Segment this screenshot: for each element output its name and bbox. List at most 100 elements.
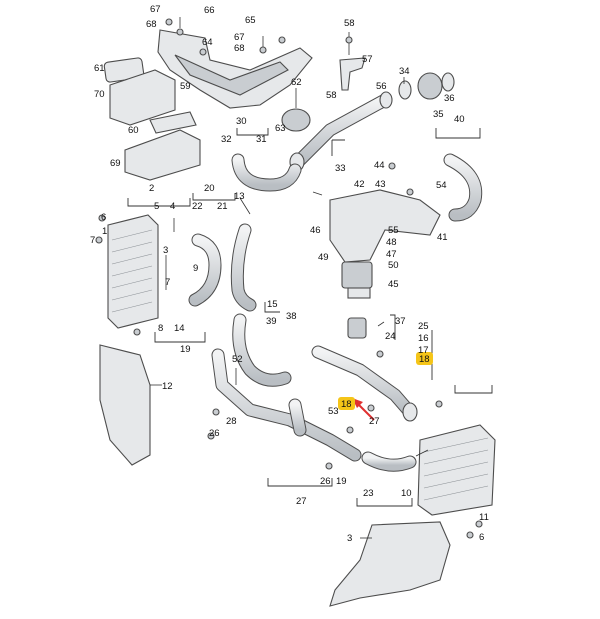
hose-10-in bbox=[362, 452, 416, 471]
callout-number: 47 bbox=[386, 249, 397, 260]
flap-housing-lower-part bbox=[124, 129, 201, 181]
callout-number: 65 bbox=[245, 15, 256, 26]
callout-number: 53 bbox=[328, 406, 339, 417]
callout-number: 5 bbox=[154, 201, 159, 212]
callout-number: 64 bbox=[202, 37, 213, 48]
callout-number: 30 bbox=[236, 116, 247, 127]
callout-number: 19 bbox=[180, 344, 191, 355]
callout-number: 68 bbox=[146, 19, 157, 30]
flap-housing-upper-part bbox=[109, 69, 176, 126]
highlight-badge bbox=[416, 352, 433, 365]
callout-number: 28 bbox=[226, 416, 237, 427]
callout-number: 58 bbox=[326, 90, 337, 101]
callout-number: 6 bbox=[479, 532, 484, 543]
callout-number: 19 bbox=[336, 476, 347, 487]
callout-number: 69 bbox=[110, 158, 121, 169]
callout-number: 62 bbox=[291, 77, 302, 88]
intercooler-left-part bbox=[107, 214, 159, 329]
highlight-badge-2 bbox=[338, 397, 355, 410]
callout-number: 21 bbox=[217, 201, 228, 212]
callout-number: 32 bbox=[221, 134, 232, 145]
pressure-pipe-upper-in bbox=[294, 94, 391, 166]
callout-number: 54 bbox=[436, 180, 447, 191]
callout-number: 20 bbox=[204, 183, 215, 194]
hose-38-in bbox=[233, 314, 291, 386]
air-guide-right-part bbox=[329, 521, 451, 607]
callout-number: 50 bbox=[388, 260, 399, 271]
intercooler-right-part bbox=[417, 424, 496, 516]
callout-number: 59 bbox=[180, 81, 191, 92]
callout-number: 27 bbox=[296, 496, 307, 507]
filter-part bbox=[347, 317, 367, 339]
callout-number: 37 bbox=[395, 316, 406, 327]
breather-pipe-part bbox=[339, 57, 366, 91]
callout-number: 25 bbox=[418, 321, 429, 332]
callout-number: 13 bbox=[234, 191, 245, 202]
callout-number: 58 bbox=[344, 18, 355, 29]
clamp-part bbox=[398, 80, 412, 100]
callout-number: 22 bbox=[192, 201, 203, 212]
callout-number: 7 bbox=[165, 277, 170, 288]
callout-number: 56 bbox=[376, 81, 387, 92]
callout-number: 8 bbox=[158, 323, 163, 334]
callout-number: 40 bbox=[454, 114, 465, 125]
flange-part bbox=[347, 287, 371, 299]
intake-manifold-runner bbox=[174, 54, 289, 96]
callout-number: 49 bbox=[318, 252, 329, 263]
callout-number: 46 bbox=[310, 225, 321, 236]
callout-number: 3 bbox=[163, 245, 168, 256]
gasket-lower-part bbox=[149, 111, 197, 134]
callout-number: 26 bbox=[209, 428, 220, 439]
callout-number: 48 bbox=[386, 237, 397, 248]
callout-number: 66 bbox=[204, 5, 215, 16]
callout-number: 23 bbox=[363, 488, 374, 499]
hose-32-in bbox=[232, 154, 301, 191]
callout-number: 60 bbox=[128, 125, 139, 136]
air-guide-left-part bbox=[99, 344, 151, 466]
pipe-end-part-2 bbox=[379, 91, 393, 109]
callout-number: 52 bbox=[232, 354, 243, 365]
callout-number: 1 bbox=[102, 226, 107, 237]
callout-number: 57 bbox=[362, 54, 373, 65]
pipe-16-end bbox=[402, 402, 418, 422]
callout-number: 9 bbox=[193, 263, 198, 274]
leader-lines bbox=[127, 17, 493, 539]
callout-number: 38 bbox=[286, 311, 297, 322]
callout-number: 63 bbox=[275, 123, 286, 134]
callout-number: 12 bbox=[162, 381, 173, 392]
callout-number: 24 bbox=[385, 331, 396, 342]
intercooler-left-fins bbox=[111, 229, 153, 313]
callout-number: 67 bbox=[150, 4, 161, 15]
cap-part bbox=[281, 108, 311, 132]
callout-number: 43 bbox=[375, 179, 386, 190]
pressure-pipe-23-in bbox=[212, 349, 361, 461]
hose-20-in bbox=[189, 234, 221, 306]
bellows-part bbox=[417, 72, 443, 100]
callout-number: 10 bbox=[401, 488, 412, 499]
callout-number: 18 bbox=[419, 354, 430, 365]
callout-number: 16 bbox=[418, 333, 429, 344]
callout-number: 7 bbox=[90, 235, 95, 246]
callout-number: 2 bbox=[149, 183, 154, 194]
pressure-pipe-16-in bbox=[312, 346, 414, 416]
callout-number: 36 bbox=[444, 93, 455, 104]
sensor-part bbox=[341, 261, 373, 289]
hose-40-in bbox=[444, 154, 482, 221]
clamp-part-2 bbox=[441, 72, 455, 92]
callout-number: 14 bbox=[174, 323, 185, 334]
callout-number: 34 bbox=[399, 66, 410, 77]
callout-number: 35 bbox=[433, 109, 444, 120]
callout-number: 18 bbox=[341, 399, 352, 410]
callout-number: 67 bbox=[234, 32, 245, 43]
callout-number: 61 bbox=[94, 63, 105, 74]
callout-number: 15 bbox=[267, 299, 278, 310]
callout-number: 31 bbox=[256, 134, 267, 145]
callout-number: 70 bbox=[94, 89, 105, 100]
callout-number: 3 bbox=[347, 533, 352, 544]
callout-number: 26 bbox=[320, 476, 331, 487]
callout-number: 33 bbox=[335, 163, 346, 174]
callout-labels: 67 66 68 64 65 68 67 58 57 61 59 70 60 6… bbox=[90, 4, 489, 544]
callout-number: 11 bbox=[479, 512, 489, 523]
callout-number: 42 bbox=[354, 179, 365, 190]
